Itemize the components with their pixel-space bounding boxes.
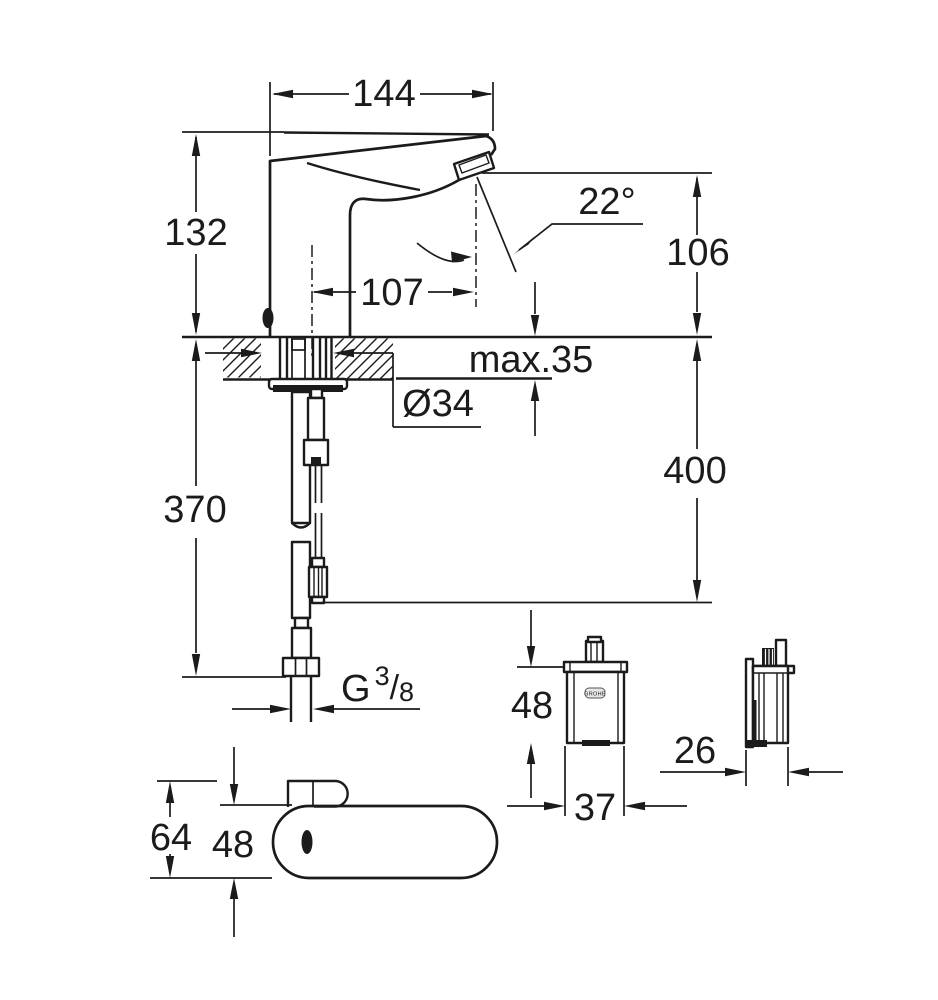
control-box-front-view: GROHE (562, 635, 629, 746)
box-body (565, 670, 626, 745)
plug-tip (310, 595, 326, 605)
angle-arc (416, 242, 465, 263)
hose-break-edge (291, 522, 311, 529)
dim-label-48-box: 48 (511, 685, 553, 727)
braided-hose-lower (290, 540, 312, 620)
side-body (751, 664, 790, 745)
thread-slash: / (390, 669, 400, 707)
dim-64: 64 (150, 780, 272, 879)
dim-label-48-top: 48 (212, 824, 254, 866)
shank-walls (278, 338, 333, 379)
dim-107: 107 (311, 245, 474, 358)
hose-neck (293, 616, 310, 630)
faucet-chin-line (306, 161, 421, 192)
dim-label-106: 106 (666, 232, 729, 274)
faucet-body-outline (268, 134, 497, 337)
angle-leader (518, 223, 643, 251)
thread-numerator: 3 (375, 661, 390, 691)
cable-sleeve (306, 396, 326, 442)
dim-37: 37 (507, 746, 687, 829)
dim-label-107: 107 (360, 272, 423, 314)
dim-max35: max.35 (396, 282, 593, 436)
faucet-top-view (271, 779, 499, 880)
dim-106: 106 (482, 172, 730, 335)
dim-label-370: 370 (163, 489, 226, 531)
control-box-side-view (744, 638, 796, 749)
cable-stub (309, 387, 324, 400)
sensor-window (262, 308, 274, 328)
deck-hatch-right (335, 338, 393, 379)
hex-nut (281, 656, 321, 678)
grohe-logo-text: GROHE (584, 692, 606, 698)
plug-collar (310, 556, 326, 569)
dim-400: 400 (322, 339, 727, 604)
counter-section (182, 335, 712, 381)
aerator-inner (458, 154, 490, 174)
top-view-body (271, 804, 499, 880)
dim-48-box: 48 (511, 610, 563, 798)
hose-collar (290, 626, 313, 660)
cable-wire (314, 465, 323, 558)
dim-label-dia34: Ø34 (402, 383, 474, 425)
box-flange (562, 660, 629, 674)
dim-370: 370 (163, 339, 286, 678)
shank-stub (291, 338, 306, 351)
dim-132: 132 (164, 131, 284, 335)
faucet-underside (348, 178, 460, 337)
dim-label-26: 26 (674, 730, 716, 772)
dim-label-400: 400 (663, 450, 726, 492)
plug-ridges (313, 567, 323, 597)
dim-label-132: 132 (164, 212, 227, 254)
supply-hose (281, 390, 321, 722)
top-view-sensor (301, 830, 313, 854)
thread-prefix: G (341, 668, 371, 710)
dim-26: 26 (660, 730, 843, 786)
dim-label-144: 144 (352, 73, 415, 115)
dim-144: 144 (269, 73, 494, 156)
faucet-side-view (262, 131, 497, 337)
dim-label-37: 37 (574, 787, 616, 829)
deck-hatch-left (223, 338, 261, 378)
box-thread-connector (584, 639, 605, 664)
box-thread-cap (586, 635, 603, 644)
dim-dia34: Ø34 (205, 348, 481, 428)
top-view-tab (286, 779, 349, 808)
box-bottom-slot (582, 740, 610, 746)
dim-label-64: 64 (150, 817, 192, 859)
thread-denominator: 8 (399, 677, 414, 707)
cable-block-port (311, 457, 321, 465)
locknut (273, 385, 343, 392)
spray-angle: 22° (416, 176, 643, 307)
dim-label-max35: max.35 (469, 339, 594, 381)
dim-label-22deg: 22° (578, 181, 635, 223)
side-bottom-strip (747, 740, 767, 747)
dim-48-top: 48 (212, 747, 292, 937)
faucet-top-edge (283, 131, 490, 136)
grohe-logo-badge (584, 687, 606, 699)
side-pull-tab (774, 638, 788, 668)
spray-direction-line (476, 176, 517, 273)
mounting-shank (267, 338, 349, 392)
thread-pipe (289, 676, 313, 722)
hex-nut-facets (294, 658, 308, 676)
power-cable (302, 387, 330, 605)
